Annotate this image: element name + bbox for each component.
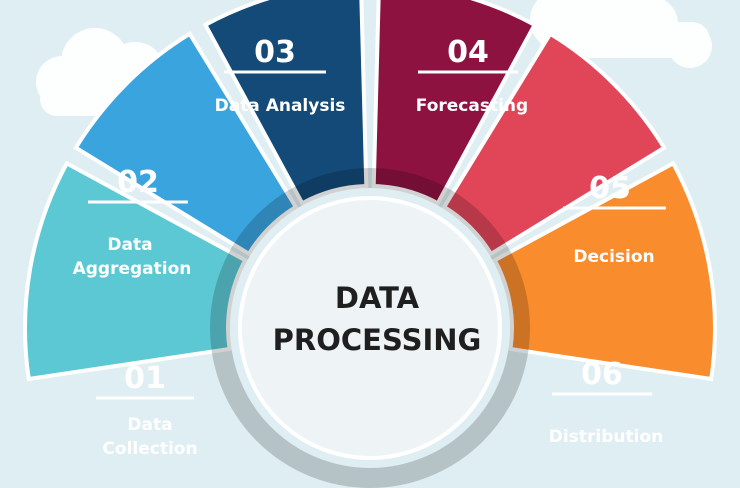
inner-gear-ring <box>210 168 530 488</box>
step-06-label: Distribution <box>549 427 663 447</box>
step-05-label: Decision <box>573 247 654 267</box>
step-05: 05 Decision <box>563 171 666 267</box>
segment-06 <box>492 160 717 382</box>
step-02: 02 Data Aggregation <box>73 165 192 279</box>
segment-03 <box>202 0 369 206</box>
step-04: 04 Forecasting <box>416 35 528 116</box>
step-03: 03 Data Analysis <box>215 35 346 116</box>
step-01-number: 01 <box>124 361 166 396</box>
segment-04 <box>371 0 538 206</box>
step-03-number: 03 <box>254 35 296 70</box>
step-04-number: 04 <box>447 35 489 70</box>
step-03-label: Data Analysis <box>215 96 346 116</box>
step-01-label-line2: Collection <box>102 439 197 459</box>
center-title-line2: PROCESSING <box>273 323 482 357</box>
center-circle <box>238 196 502 460</box>
step-04-label: Forecasting <box>416 96 528 116</box>
step-01-label-line1: Data <box>127 415 172 435</box>
step-02-label-line2: Aggregation <box>73 259 192 279</box>
center-title-line1: DATA <box>335 281 420 315</box>
step-06-number: 06 <box>581 357 623 392</box>
step-02-label-line1: Data <box>107 235 152 255</box>
step-05-number: 05 <box>589 171 631 206</box>
step-02-number: 02 <box>117 165 159 200</box>
step-01: 01 Data Collection <box>96 361 198 459</box>
segment-02 <box>73 31 299 257</box>
segment-01 <box>23 160 248 382</box>
step-06: 06 Distribution <box>549 357 663 447</box>
segment-05 <box>441 31 667 257</box>
cloud-right <box>530 0 712 68</box>
